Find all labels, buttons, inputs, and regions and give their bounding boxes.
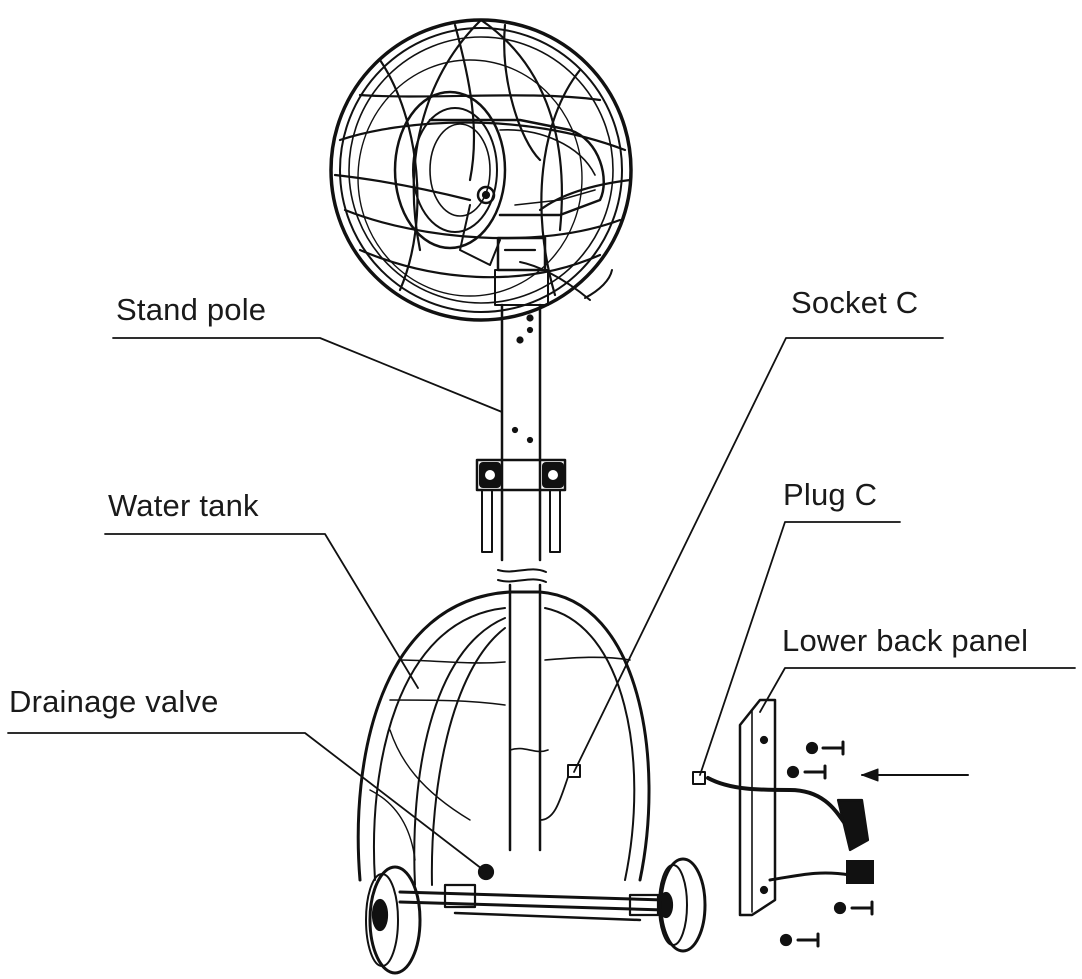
label-drainage-valve: Drainage valve: [9, 684, 219, 719]
stand-pole: [475, 269, 567, 852]
motor-housing: [393, 90, 605, 266]
fan-head: [329, 18, 633, 322]
panel-screws: [779, 740, 874, 948]
base-wheels: [365, 857, 707, 975]
label-lower-back-panel: Lower back panel: [782, 623, 1029, 658]
water-tank: [356, 590, 651, 886]
lower-back-panel: [692, 698, 969, 948]
leader-lines: [7, 337, 1076, 873]
label-plug-c: Plug C: [783, 477, 878, 512]
label-stand-pole: Stand pole: [116, 292, 267, 327]
label-water-tank: Water tank: [108, 488, 259, 523]
fan-guard: [329, 18, 633, 322]
label-socket-c: Socket C: [791, 285, 919, 320]
